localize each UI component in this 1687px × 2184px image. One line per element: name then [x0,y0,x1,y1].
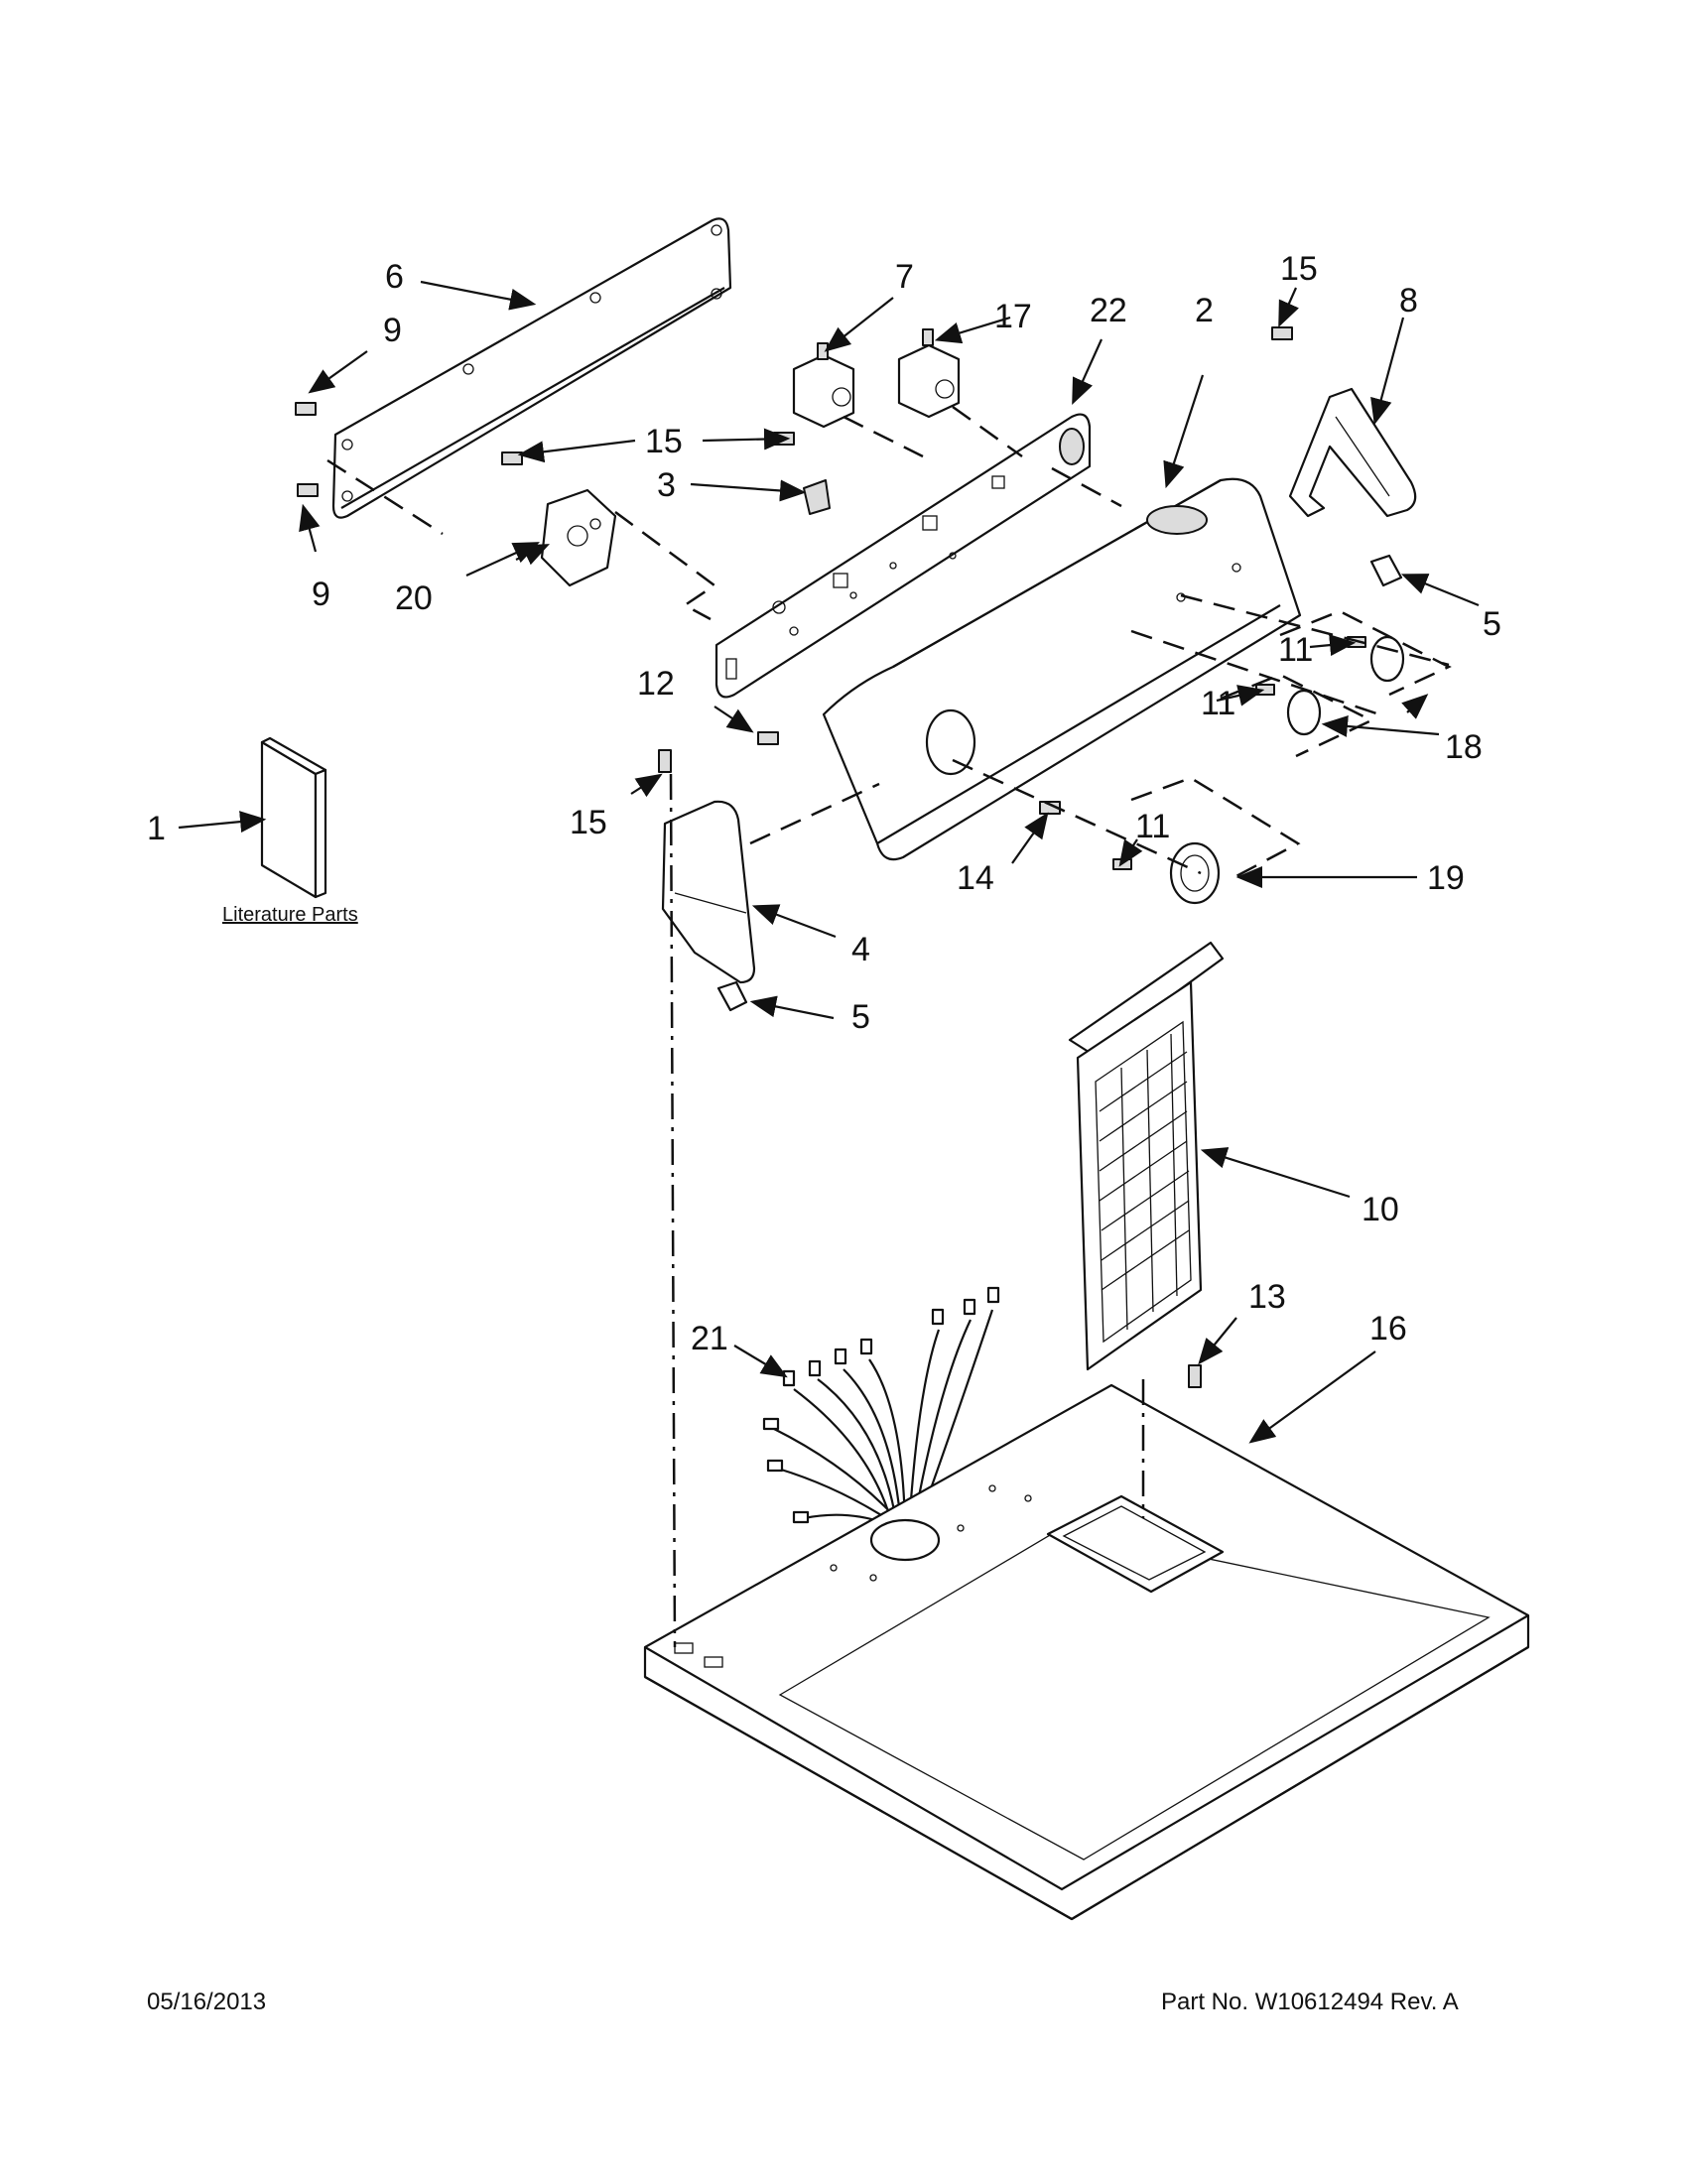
lint-screen-mesh [1099,1033,1190,1331]
callout-15-middle: 15 [645,423,683,460]
callout-16: 16 [1369,1310,1407,1348]
part-17-switch [897,328,961,419]
footer-date: 05/16/2013 [147,1989,267,2015]
callout-4: 4 [851,931,870,968]
callout-5-upper: 5 [1483,605,1501,643]
part-2-console-housing [822,477,1302,861]
callout-7: 7 [895,258,914,296]
callout-11-middle: 11 [1201,685,1235,722]
callout-labels: 6 9 9 7 17 22 2 15 8 15 3 20 5 11 11 18 … [147,250,1501,1357]
callout-12: 12 [637,665,675,703]
callout-20: 20 [395,579,433,617]
callout-8: 8 [1399,282,1418,320]
callout-1: 1 [147,810,166,847]
part-4-end-cap [661,800,756,984]
literature-parts-label: Literature Parts [222,904,358,926]
leader-arrows [178,280,1480,1444]
callout-6: 6 [385,258,404,296]
assembly-lines [326,405,1452,1648]
callout-21: 21 [691,1320,728,1357]
part-10-lint-screen [1068,941,1225,1371]
part-19-timer-knob [1169,841,1221,905]
callout-18: 18 [1445,728,1483,766]
part-3-clip [803,479,831,515]
part-18-knob-lower [1286,689,1322,736]
callout-14: 14 [957,859,994,897]
callout-9-lower: 9 [312,576,330,613]
callout-11-lower: 11 [1135,808,1170,845]
callout-9-upper: 9 [383,312,402,349]
part-1-literature-booklet [260,736,327,899]
footer-part-number: Part No. W10612494 Rev. A [1161,1989,1459,2015]
callout-2: 2 [1195,292,1214,329]
callout-10: 10 [1362,1191,1399,1228]
callout-22: 22 [1090,292,1127,329]
part-20-timer [540,488,617,587]
callout-15-top-right: 15 [1280,250,1318,288]
part-22-control-board [714,413,1092,699]
callout-19: 19 [1427,859,1465,897]
callout-5-lower: 5 [851,998,870,1036]
part-16-top-cabinet [643,1383,1530,1921]
callout-15-left: 15 [570,804,607,841]
part-6-rear-panel [331,217,732,519]
part-7-switch [792,342,855,429]
callout-3: 3 [657,466,676,504]
part-5-clip-lower [716,980,748,1012]
part-18-knob-upper [1369,635,1405,683]
part-8-bracket [1288,387,1417,518]
callout-11-upper: 11 [1278,631,1313,669]
part-5-clip-upper [1369,554,1403,587]
callout-13: 13 [1248,1278,1286,1316]
callout-17: 17 [994,298,1032,335]
